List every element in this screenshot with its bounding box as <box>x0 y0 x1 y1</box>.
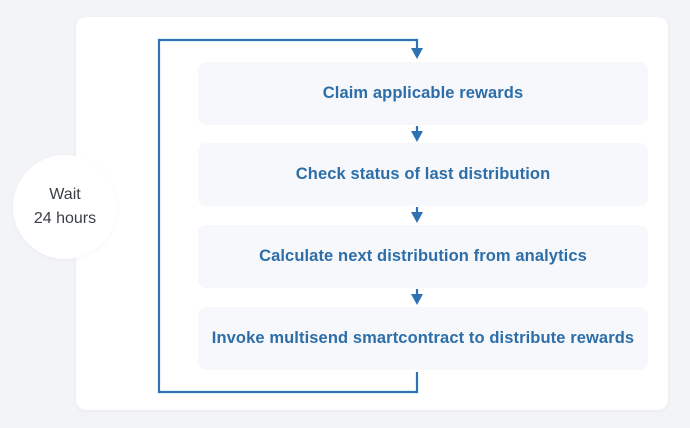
step-calculate-distribution: Calculate next distribution from analyti… <box>198 225 648 288</box>
step-check-status: Check status of last distribution <box>198 143 648 206</box>
step-label: Check status of last distribution <box>295 165 551 183</box>
step-label: Invoke multisend smartcontract to distri… <box>211 329 635 347</box>
step-invoke-multisend: Invoke multisend smartcontract to distri… <box>198 307 648 370</box>
wait-node: Wait 24 hours <box>13 155 117 259</box>
step-claim-rewards: Claim applicable rewards <box>198 62 648 125</box>
wait-duration: 24 hours <box>33 210 97 227</box>
wait-label: Wait <box>49 186 81 203</box>
step-label: Claim applicable rewards <box>322 84 524 102</box>
step-label: Calculate next distribution from analyti… <box>259 247 587 265</box>
